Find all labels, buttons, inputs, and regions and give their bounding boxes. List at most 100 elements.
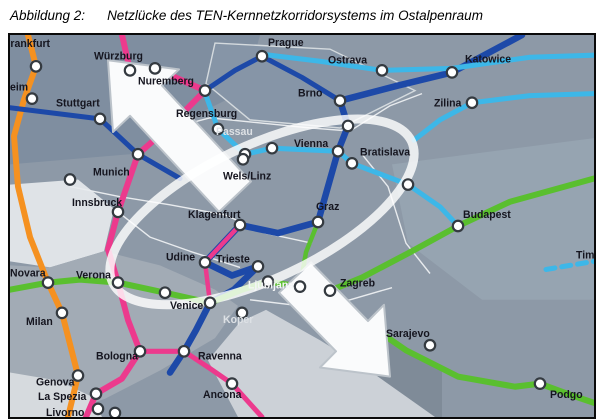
corridor-prague-brno-blue xyxy=(259,53,343,104)
junction-marker xyxy=(341,119,355,133)
city-label-ostrava: Ostrava xyxy=(328,54,367,66)
city-marker-katowice xyxy=(445,66,459,79)
city-label-frankfurt: Frankfurt xyxy=(10,38,51,50)
city-marker-graz xyxy=(311,215,325,229)
city-marker-zagreb xyxy=(323,284,337,298)
city-label-bratislava: Bratislava xyxy=(360,146,410,158)
region-hungary xyxy=(392,138,594,300)
city-marker-novara xyxy=(41,276,55,289)
city-marker-frankfurt xyxy=(29,59,43,73)
city-marker-zilina xyxy=(465,96,479,110)
city-marker-podgo xyxy=(533,377,547,391)
figure-caption-title: Netzlücke des TEN-Kernnetzkorridorsystem… xyxy=(107,8,483,23)
junction-marker xyxy=(265,141,279,155)
city-marker-la-spezia xyxy=(89,387,103,401)
city-label-ljubljana: Ljubljana xyxy=(248,280,294,292)
city-label-katowice: Katowice xyxy=(465,53,511,65)
city-label-ravenna: Ravenna xyxy=(198,350,242,362)
city-marker-stuttgart xyxy=(93,112,107,126)
city-label-la-spezia: La Spezia xyxy=(38,391,87,403)
city-marker-genova xyxy=(71,369,85,382)
city-marker-ancona xyxy=(225,377,239,391)
city-label-prague: Prague xyxy=(268,37,304,49)
city-label-munich: Munich xyxy=(93,166,130,178)
city-label-graz: Graz xyxy=(316,201,339,213)
city-label-bologna: Bologna xyxy=(96,350,138,362)
city-label-w-rzburg: Würzburg xyxy=(94,50,143,62)
city-label-stuttgart: Stuttgart xyxy=(56,98,100,110)
city-marker-bratislava xyxy=(345,156,359,170)
city-marker-bologna xyxy=(133,344,147,358)
city-label-nuremberg: Nuremberg xyxy=(138,75,194,87)
city-label-venice: Venice xyxy=(170,300,203,312)
city-label-budapest: Budapest xyxy=(463,209,511,221)
city-marker-eim xyxy=(25,92,39,106)
junction-marker xyxy=(148,61,162,75)
corridor-nuremberg-prague-blue xyxy=(202,53,265,94)
city-marker-ostrava xyxy=(375,64,389,77)
city-marker-verona xyxy=(111,276,125,289)
map-svg: FrankfurtWürzburgNurembergPragueOstravaK… xyxy=(10,35,594,417)
city-label-koper: Koper xyxy=(223,314,253,326)
corridor-dashed-east-cyan xyxy=(543,258,594,272)
corridor-rhine-alpine-orange xyxy=(11,35,81,417)
city-label-podgo: Podgo xyxy=(550,389,583,401)
city-label-brno: Brno xyxy=(298,88,323,100)
city-label-zagreb: Zagreb xyxy=(340,278,376,290)
city-label-passau: Passau xyxy=(216,126,253,138)
city-label-vienna: Vienna xyxy=(294,138,328,150)
city-marker-ljubljana xyxy=(293,280,307,294)
city-marker-brno xyxy=(333,94,347,108)
city-label-sarajevo: Sarajevo xyxy=(386,328,430,340)
city-marker-venice xyxy=(203,296,217,310)
city-label-tim: Tim xyxy=(576,249,594,261)
city-label-udine: Udine xyxy=(166,251,195,263)
city-marker-udine xyxy=(198,256,212,269)
city-marker-trieste xyxy=(251,260,265,273)
city-label-zilina: Zilina xyxy=(434,98,462,110)
junction-marker xyxy=(401,178,415,191)
junction-marker xyxy=(63,173,77,186)
city-marker-livorno xyxy=(91,402,105,416)
city-marker-vienna xyxy=(331,144,345,158)
city-label-ancona: Ancona xyxy=(203,389,242,401)
city-marker-klagenfurt xyxy=(233,218,247,232)
city-label-regensburg: Regensburg xyxy=(176,108,237,120)
figure-caption-label: Abbildung 2: xyxy=(10,8,86,23)
city-label-eim: eim xyxy=(10,82,28,94)
corridor-scan-med-adriatic-magenta xyxy=(137,348,265,417)
city-marker-budapest xyxy=(451,219,465,233)
city-marker-koper xyxy=(235,306,249,320)
city-label-trieste: Trieste xyxy=(216,253,250,265)
city-label-milan: Milan xyxy=(26,316,53,328)
city-marker-prague xyxy=(255,49,269,63)
city-label-genova: Genova xyxy=(36,377,75,389)
corridor-stuttgart-munich-blue xyxy=(10,105,183,182)
city-label-wels-linz: Wels/Linz xyxy=(223,170,271,182)
city-label-verona: Verona xyxy=(76,270,111,282)
city-label-innsbruck: Innsbruck xyxy=(72,197,122,209)
city-marker-ravenna xyxy=(177,344,191,358)
city-marker-innsbruck xyxy=(111,205,125,219)
map-frame: FrankfurtWürzburgNurembergPragueOstravaK… xyxy=(8,33,596,419)
city-marker-w-rzburg xyxy=(123,64,137,77)
city-label-klagenfurt: Klagenfurt xyxy=(188,209,241,221)
gap-arrow-southeast xyxy=(278,261,391,378)
region-po-valley xyxy=(10,251,238,417)
city-label-novara: Novara xyxy=(10,267,46,279)
city-marker-sarajevo xyxy=(423,338,437,352)
figure-caption: Abbildung 2: Netzlücke des TEN-Kernnetzko… xyxy=(10,8,483,23)
city-marker-nuremberg xyxy=(198,84,212,97)
city-marker-regensburg xyxy=(211,122,225,136)
city-marker-milan xyxy=(55,306,69,320)
region-liguria-sea xyxy=(10,372,102,417)
city-label-livorno: Livorno xyxy=(46,407,85,417)
city-marker-munich xyxy=(131,147,145,161)
city-marker-wels-linz xyxy=(236,152,250,166)
junction-marker xyxy=(261,275,275,288)
junction-marker xyxy=(158,286,172,300)
corridor-prague-ostrava-katowice-cyan xyxy=(259,51,594,73)
junction-marker xyxy=(108,406,122,417)
gap-arrow-northwest xyxy=(107,59,252,213)
